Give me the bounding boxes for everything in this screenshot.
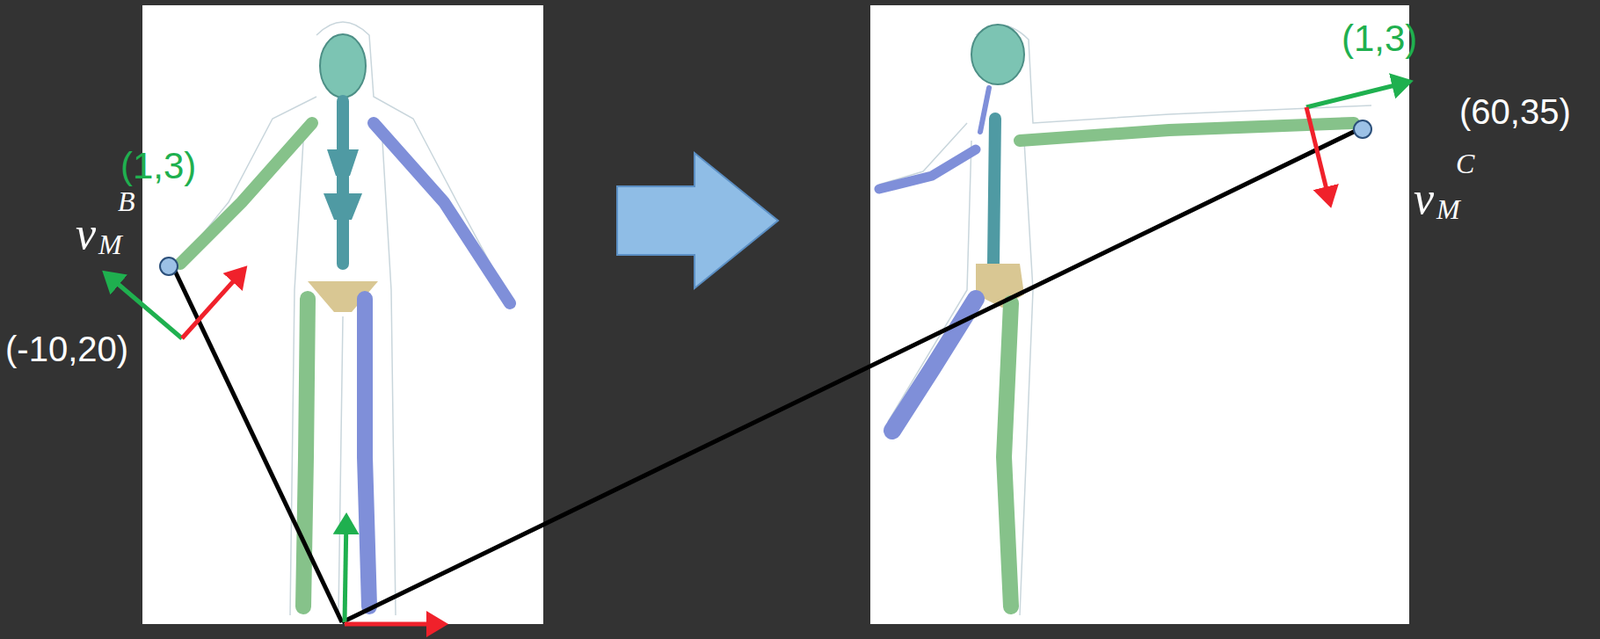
marker-dot bbox=[1353, 120, 1372, 139]
marker-dot bbox=[160, 257, 178, 276]
right-skeleton bbox=[879, 24, 1354, 607]
vector-value: (1,3) bbox=[120, 147, 197, 185]
frame-superscript: B bbox=[117, 187, 136, 216]
position-value: (-10,20) bbox=[5, 331, 129, 367]
right-panel bbox=[870, 5, 1410, 625]
left-local-frame bbox=[105, 269, 245, 339]
vector-value: (1,3) bbox=[1341, 20, 1418, 58]
position-lines bbox=[173, 127, 1363, 623]
frame-superscript: C bbox=[1455, 149, 1475, 178]
right-local-frame bbox=[1306, 81, 1410, 204]
right-wireframe bbox=[879, 25, 1372, 616]
transform-arrow bbox=[617, 152, 779, 289]
left-wireframe bbox=[171, 21, 515, 616]
vector-symbol: v bbox=[1413, 175, 1434, 222]
position-value: (60,35) bbox=[1459, 94, 1571, 130]
left-panel bbox=[142, 5, 544, 625]
marker-subscript: M bbox=[98, 230, 123, 259]
world-frame bbox=[344, 516, 444, 625]
marker-subscript: M bbox=[1436, 195, 1461, 224]
vector-symbol: v bbox=[75, 210, 96, 257]
